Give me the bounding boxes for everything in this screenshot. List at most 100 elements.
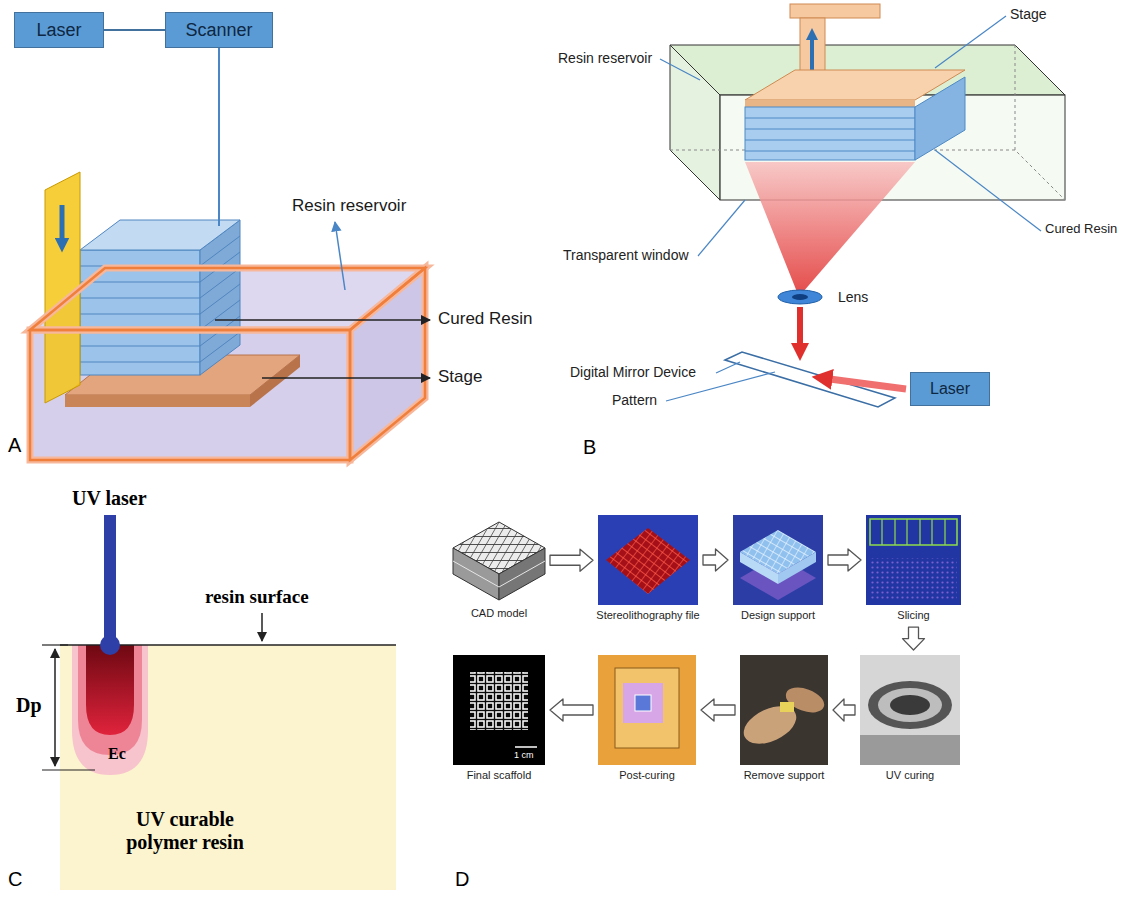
panel-a-cured-resin [80, 220, 240, 375]
panel-a-cured-resin-part [80, 220, 240, 250]
stl-file-image-part [598, 515, 698, 605]
panel-b-stage-part [810, 34, 814, 70]
panel-c-dimension-part [54, 649, 56, 766]
part-label: UV laser [72, 487, 147, 510]
design-support-image-part [778, 552, 816, 584]
panel-a-cured-resin-part [200, 236, 240, 362]
panel-letter: D [455, 868, 469, 891]
process-step: Post-curing [598, 655, 696, 782]
post-curing-photo-part [635, 695, 651, 711]
design-support-image [733, 515, 823, 605]
process-step: Slicing [866, 515, 961, 622]
panel-a-reservoir-edges-part [30, 330, 350, 460]
post-curing-photo-part [623, 683, 663, 723]
panel-a-platform-part [60, 205, 65, 245]
connector-line [104, 29, 165, 31]
panel-a-leaders-part [335, 222, 345, 290]
box-label: Scanner [185, 20, 252, 41]
stl-file-image [598, 515, 698, 605]
post-curing-photo-part [615, 668, 679, 748]
part-label: Ec [108, 745, 126, 763]
flow-arrow [903, 627, 925, 650]
part-label: Pattern [612, 392, 657, 408]
step-caption: Stereolithography file [596, 609, 699, 622]
slicing-image-part [870, 558, 957, 600]
step-caption: Slicing [897, 609, 929, 622]
panel-b-cured-resin-part [745, 107, 915, 160]
panel-b-cured-resin-part [915, 77, 965, 160]
panel-a-reservoir-edges [30, 268, 425, 460]
panel-c-resin-part [86, 645, 134, 735]
panel-b-leaders [660, 16, 1041, 401]
remove-support-photo [738, 655, 828, 765]
final-scaffold-photo-part [515, 746, 537, 748]
final-scaffold-photo-part [470, 672, 528, 730]
part-label: Cured Resin [438, 309, 533, 329]
process-step: Final scaffold [453, 655, 545, 782]
panel-b-leaders-part [935, 150, 1041, 231]
panel-b-light-path-part [797, 307, 803, 352]
scale-label: 1 cm [514, 750, 534, 760]
uv-curing-photo-part [860, 735, 960, 765]
panel-b-stage-part [745, 100, 915, 107]
cad-model-image-part [453, 518, 545, 603]
panel-a-platform-part [45, 172, 80, 403]
remove-support-photo-part [782, 683, 827, 717]
panel-c-laser-part [100, 635, 120, 655]
panel-b-light-path-part [745, 162, 915, 292]
panel-c-resin-part [72, 645, 148, 775]
panel-b-light-path-part [725, 352, 895, 407]
part-label: Transparent window [563, 247, 689, 263]
slicing-image-part [866, 515, 961, 605]
panel-b-light-path-part [778, 290, 822, 304]
uv-curing-photo [860, 655, 960, 765]
flow-arrow [828, 549, 861, 571]
dimension-label: Dp [16, 694, 42, 717]
panel-c-dimension-part [42, 769, 95, 770]
flow-arrow [701, 699, 735, 721]
device-box: Laser [910, 372, 990, 406]
flow-arrow [703, 549, 728, 571]
panel-c-dimension [42, 613, 262, 770]
step-caption: CAD model [471, 607, 527, 620]
panel-a-reservoir-edges-part [350, 268, 425, 460]
panel-c-laser-part [104, 515, 116, 640]
panel-a-reservoir-edges-part [350, 268, 425, 460]
step-caption: Final scaffold [467, 769, 532, 782]
final-scaffold-photo-part [453, 655, 545, 765]
part-label: Resin reservoir [292, 196, 406, 216]
part-label: Cured Resin [1045, 222, 1117, 237]
part-label: Lens [838, 289, 868, 305]
post-curing-photo [598, 655, 696, 765]
uv-curing-photo-part [890, 695, 930, 715]
final-scaffold-photo [453, 655, 545, 765]
cad-model-image [453, 518, 545, 603]
panel-b-stage-part [790, 4, 880, 18]
panel-b-light-path [725, 162, 915, 407]
panel-c-resin-part [60, 645, 396, 890]
slicing-image [866, 515, 961, 605]
uv-curing-photo-part [860, 655, 960, 765]
part-label: Digital Mirror Device [570, 364, 696, 380]
panel-a-leaders-part [218, 48, 220, 226]
remove-support-photo-part [740, 655, 828, 765]
panel-b-light-path-part [822, 378, 906, 389]
process-step: Stereolithography file [598, 515, 698, 622]
part-label: Stage [1010, 6, 1047, 22]
process-step: Design support [733, 515, 823, 622]
part-label: Stage [438, 367, 482, 387]
panel-c-dimension-part [42, 644, 68, 645]
remove-support-photo-part [738, 699, 802, 752]
panel-b-cured-resin-part [745, 118, 915, 151]
part-label: Resin reservoir [558, 50, 652, 66]
device-box: Scanner [165, 12, 273, 48]
part-label: UV curable polymer resin [110, 808, 260, 854]
flow-arrow [833, 699, 855, 721]
uv-curing-photo-part [868, 681, 952, 729]
panel-c-dimension-part [261, 613, 263, 641]
step-caption: Post-curing [619, 769, 675, 782]
slicing-image-part [882, 519, 945, 545]
design-support-image-part [733, 515, 823, 605]
